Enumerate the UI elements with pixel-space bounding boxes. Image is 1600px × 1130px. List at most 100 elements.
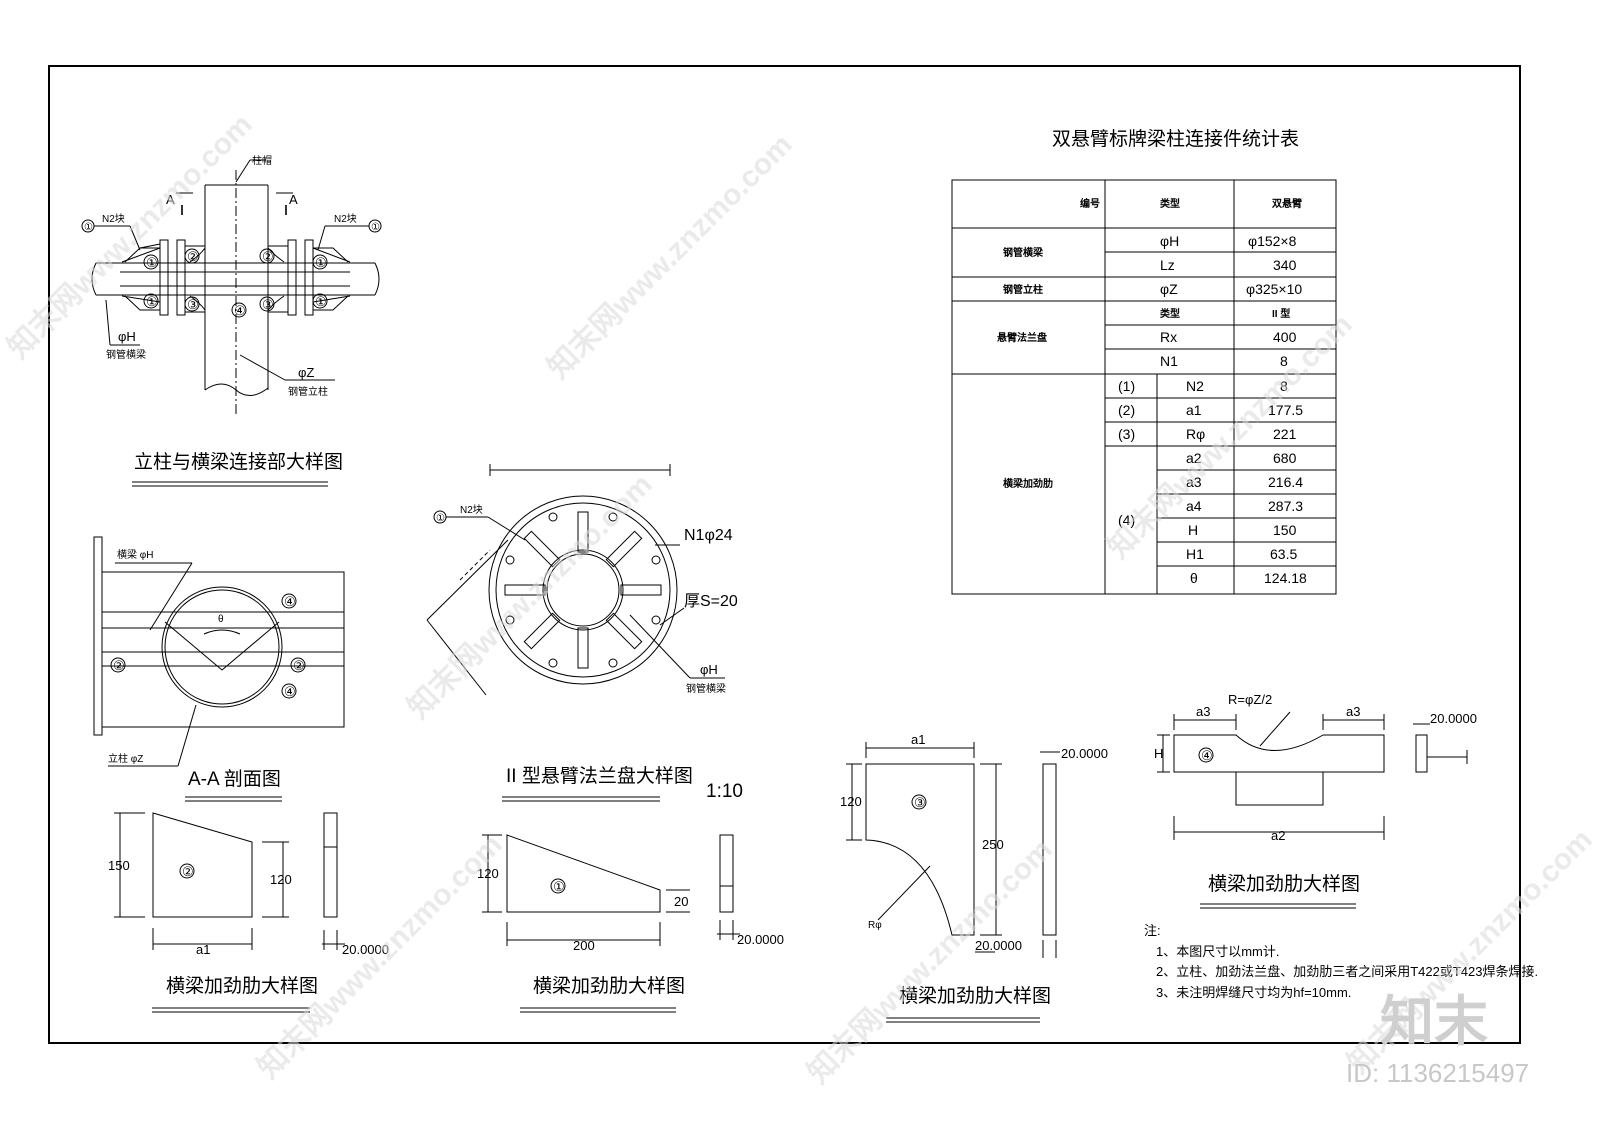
sub-3: (3): [1118, 426, 1135, 442]
mark-4: ④: [234, 303, 246, 318]
p-theta: θ: [1190, 570, 1198, 586]
v-type: II 型: [1272, 307, 1290, 320]
watermark-id: ID: 1136215497: [1346, 1058, 1529, 1088]
rib-2-detail: ② 150 120 a1 20.0000 横梁加劲肋大样图: [108, 812, 389, 1013]
section-a-right: A: [289, 192, 298, 207]
rib1-d120: 120: [477, 866, 499, 881]
notes-block: 注: 1、本图尺寸以mm计. 2、立柱、加劲法兰盘、加劲肋三者之间采用T422或…: [1144, 923, 1538, 1000]
rib4-mark: ④: [1201, 748, 1213, 763]
view2-title: A-A 剖面图: [188, 768, 281, 790]
n2-label-right: N2块: [334, 213, 357, 225]
v-a1: 177.5: [1268, 402, 1303, 418]
table-title: 双悬臂标牌梁柱连接件统计表: [1052, 128, 1299, 150]
n2-mark-left: ①: [84, 222, 93, 233]
phiZ-label: φZ: [298, 365, 314, 380]
aa-mark-4a: ④: [284, 594, 296, 609]
watermark-text-2: 知末网www.znzmo.com: [542, 128, 799, 385]
grp-rib: 横梁加劲肋: [1003, 477, 1053, 490]
rib3-d250: 250: [982, 837, 1004, 852]
v-Rx: 400: [1273, 329, 1297, 345]
aa-mark-4b: ④: [284, 684, 296, 699]
watermark: 知末网www.znzmo.com 知末网www.znzmo.com 知末网www…: [2, 108, 1599, 1090]
v-phiH: φ152×8: [1248, 233, 1297, 249]
p-a2: a2: [1186, 450, 1202, 466]
watermark-text-1: 知末网www.znzmo.com: [2, 108, 259, 365]
column-label: 钢管立柱: [288, 385, 328, 398]
n2-label-left: N2块: [102, 213, 125, 225]
v-theta: 124.18: [1264, 570, 1307, 586]
watermark-logo: 知末: [1380, 992, 1488, 1052]
mark-2b: ②: [262, 249, 274, 264]
cap-label: 柱帽: [252, 154, 272, 167]
v-a2: 680: [1273, 450, 1297, 466]
rib1-d200: 200: [573, 938, 595, 953]
note-1: 1、本图尺寸以mm计.: [1156, 944, 1280, 959]
grp-column: 钢管立柱: [1003, 283, 1043, 296]
rib1-title: 横梁加劲肋大样图: [533, 975, 685, 997]
v-H1: 63.5: [1270, 546, 1297, 562]
watermark-text-4: 知末网www.znzmo.com: [1102, 308, 1359, 565]
scale-label: 1:10: [706, 781, 743, 802]
p-Lz: Lz: [1160, 257, 1175, 273]
rib3-rphi: Rφ: [868, 920, 882, 931]
rib4-a3-right: a3: [1346, 704, 1360, 719]
thick-label: 厚S=20: [684, 593, 738, 610]
n2-mark-right: ①: [371, 222, 380, 233]
flange-detail-view: ① N2块 N1φ24 厚S=20 φH 钢管横梁 II 型悬臂法兰盘大样图 1…: [426, 464, 743, 802]
flange-ribs: [504, 511, 662, 669]
rib4-radius: R=φZ/2: [1228, 692, 1272, 707]
p-a1: a1: [1186, 402, 1202, 418]
p-phiZ: φZ: [1160, 281, 1178, 297]
sub-1: (1): [1118, 378, 1135, 394]
view1-title: 立柱与横梁连接部大样图: [134, 451, 343, 473]
p-a4: a4: [1186, 498, 1202, 514]
mark-1a: ①: [146, 255, 158, 270]
theta-label: θ: [218, 614, 224, 625]
rib1-mark: ①: [553, 879, 565, 894]
p-H1: H1: [1186, 546, 1204, 562]
p-Rx: Rx: [1160, 329, 1177, 345]
rib2-title: 横梁加劲肋大样图: [166, 975, 318, 997]
rib3-a1: a1: [911, 732, 925, 747]
section-aa-view: θ ④ ④ ② ② 横梁 φH 立柱 φZ A-A 剖面图: [93, 536, 345, 802]
rib-3-detail: ③ a1 120 250 Rφ 20.0000 20.0000 横梁加劲肋大样图: [840, 732, 1108, 1023]
th-code: 编号: [1080, 197, 1100, 210]
th-double: 双悬臂: [1272, 197, 1302, 210]
mark-3b: ③: [262, 297, 274, 312]
rib4-a3-left: a3: [1196, 704, 1210, 719]
mark-3a: ③: [187, 297, 199, 312]
aa-mark-2a: ②: [113, 658, 125, 673]
p-Rphi: Rφ: [1186, 426, 1205, 442]
rib2-a1: a1: [196, 942, 210, 957]
rib3-thickness-top: 20.0000: [1061, 746, 1108, 761]
rib2-thickness: 20.0000: [342, 942, 389, 957]
p-type: 类型: [1160, 307, 1180, 320]
phiH-label: φH: [118, 329, 136, 344]
flange-n2-mark: ①: [436, 513, 445, 524]
p-N2: N2: [1186, 378, 1204, 394]
sheet-border: [48, 65, 1521, 1044]
flange-n2-label: N2块: [460, 504, 483, 516]
rib3-thickness-bottom: 20.0000: [975, 938, 1022, 953]
p-H: H: [1188, 522, 1198, 538]
rib3-title: 横梁加劲肋大样图: [899, 985, 1051, 1007]
flange-beam-label: 钢管横梁: [686, 682, 726, 695]
rib3-d120: 120: [840, 794, 862, 809]
beam-phiH-label: 横梁 φH: [117, 548, 153, 561]
view3-title: II 型悬臂法兰盘大样图: [506, 765, 693, 787]
v-Rphi: 221: [1273, 426, 1297, 442]
rib1-d20: 20: [674, 894, 688, 909]
note-3: 3、未注明焊缝尺寸均为hf=10mm.: [1156, 985, 1351, 1000]
rib-1-detail: ① 120 20 200 20.0000 横梁加劲肋大样图: [477, 834, 784, 1013]
p-phiH: φH: [1160, 233, 1179, 249]
rib4-H: H: [1154, 746, 1163, 761]
rib1-thickness: 20.0000: [737, 932, 784, 947]
th-type: 类型: [1160, 197, 1180, 210]
rib4-title: 横梁加劲肋大样图: [1208, 873, 1360, 895]
v-a3: 216.4: [1268, 474, 1303, 490]
v-N1: 8: [1280, 353, 1288, 369]
v-a4: 287.3: [1268, 498, 1303, 514]
col-phiZ-label: 立柱 φZ: [108, 752, 143, 765]
note-2: 2、立柱、加劲法兰盘、加劲肋三者之间采用T422或T423焊条焊接.: [1156, 964, 1538, 979]
v-Lz: 340: [1273, 257, 1297, 273]
